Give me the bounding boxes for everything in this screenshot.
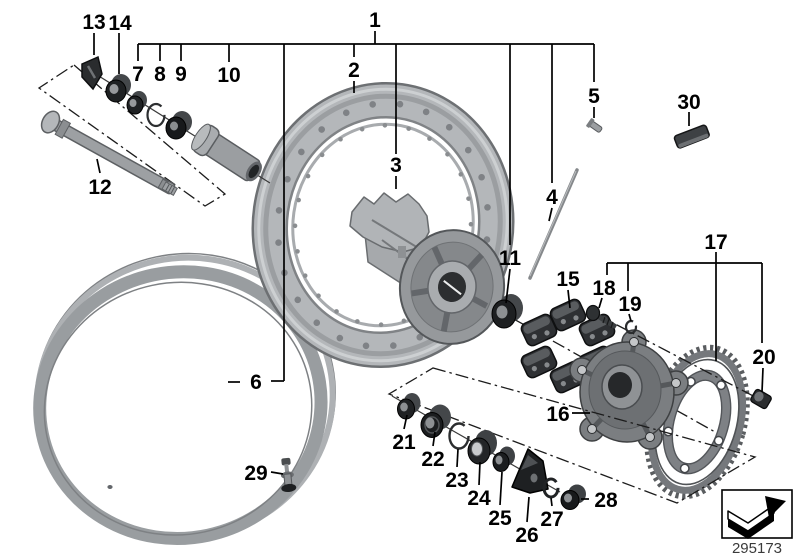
spacer-bushing-11: [491, 294, 523, 329]
bushing-7: [126, 91, 147, 115]
rear-axle-12: [40, 110, 178, 196]
chain-sprocket: [644, 344, 750, 500]
callout-numbers: 1 2 3 4 5 6 7 8 9 10 11 12 13 14 15 16 1…: [82, 9, 775, 547]
callout-20[interactable]: 20: [752, 346, 775, 369]
axle-kit-outline: [37, 64, 227, 207]
spoke-nipple-5: [586, 118, 603, 133]
circlip-8: [146, 102, 166, 128]
ring-25: [492, 446, 515, 472]
hub-bearing-carrier: [398, 229, 506, 345]
callout-12[interactable]: 12: [88, 176, 111, 199]
callout-27[interactable]: 27: [540, 508, 563, 531]
sprocket-kit-outline: [387, 367, 757, 504]
callout-18[interactable]: 18: [592, 277, 616, 300]
wedge-block-26: [511, 448, 549, 494]
callout-16[interactable]: 16: [546, 403, 569, 426]
callout-14[interactable]: 14: [108, 12, 132, 35]
band-valve-hole: [107, 485, 113, 489]
sprocket-bolt-axis-line: [595, 313, 758, 399]
bushing-21: [397, 393, 421, 420]
spacer-tube-10: [191, 123, 262, 182]
callout-6[interactable]: 6: [250, 371, 262, 394]
circlip-23: [448, 422, 470, 450]
callout-17[interactable]: 17: [704, 231, 727, 254]
direction-of-travel-arrow-icon: [727, 496, 786, 539]
diagram-number: 295173: [732, 540, 782, 557]
callout-21[interactable]: 21: [392, 431, 416, 454]
wheel-hub: [349, 192, 506, 345]
callout-30[interactable]: 30: [677, 91, 700, 114]
callout-7[interactable]: 7: [132, 63, 144, 86]
callout-4[interactable]: 4: [546, 186, 558, 209]
valve-stem-29: [280, 457, 297, 493]
callout-22[interactable]: 22: [421, 448, 444, 471]
callout-19[interactable]: 19: [618, 293, 641, 316]
callout-lines: [93, 31, 764, 523]
seal-ring-24: [467, 430, 497, 465]
ring-27: [542, 477, 560, 499]
chain-adjuster-plate-13: [81, 55, 103, 91]
collar-nut-20: [750, 388, 772, 410]
rubber-pad-30: [673, 124, 710, 149]
callout-23[interactable]: 23: [445, 469, 468, 492]
sprocket-bolt-18: [585, 304, 618, 330]
callout-15[interactable]: 15: [556, 268, 580, 291]
legend: 295173: [721, 489, 793, 557]
callout-13[interactable]: 13: [82, 11, 105, 34]
callout-29[interactable]: 29: [244, 462, 267, 485]
seal-ring-14: [105, 74, 131, 103]
callout-28[interactable]: 28: [594, 489, 618, 512]
callout-9[interactable]: 9: [175, 63, 187, 86]
callout-5[interactable]: 5: [588, 85, 600, 108]
callout-26[interactable]: 26: [515, 524, 538, 547]
callout-25[interactable]: 25: [488, 507, 512, 530]
bearing-ring-9: [165, 111, 192, 140]
spoke-4: [528, 168, 579, 280]
callout-8[interactable]: 8: [154, 63, 166, 86]
callout-10[interactable]: 10: [217, 64, 240, 87]
roller-spacer-22: [420, 404, 451, 438]
callout-11[interactable]: 11: [499, 247, 522, 270]
callout-1[interactable]: 1: [369, 9, 381, 32]
callout-2[interactable]: 2: [348, 59, 360, 82]
tire-mounting-band: [33, 252, 336, 545]
callout-3[interactable]: 3: [390, 154, 402, 177]
sprocket-carrier-flange-16: [569, 329, 689, 450]
callout-24[interactable]: 24: [467, 487, 491, 510]
